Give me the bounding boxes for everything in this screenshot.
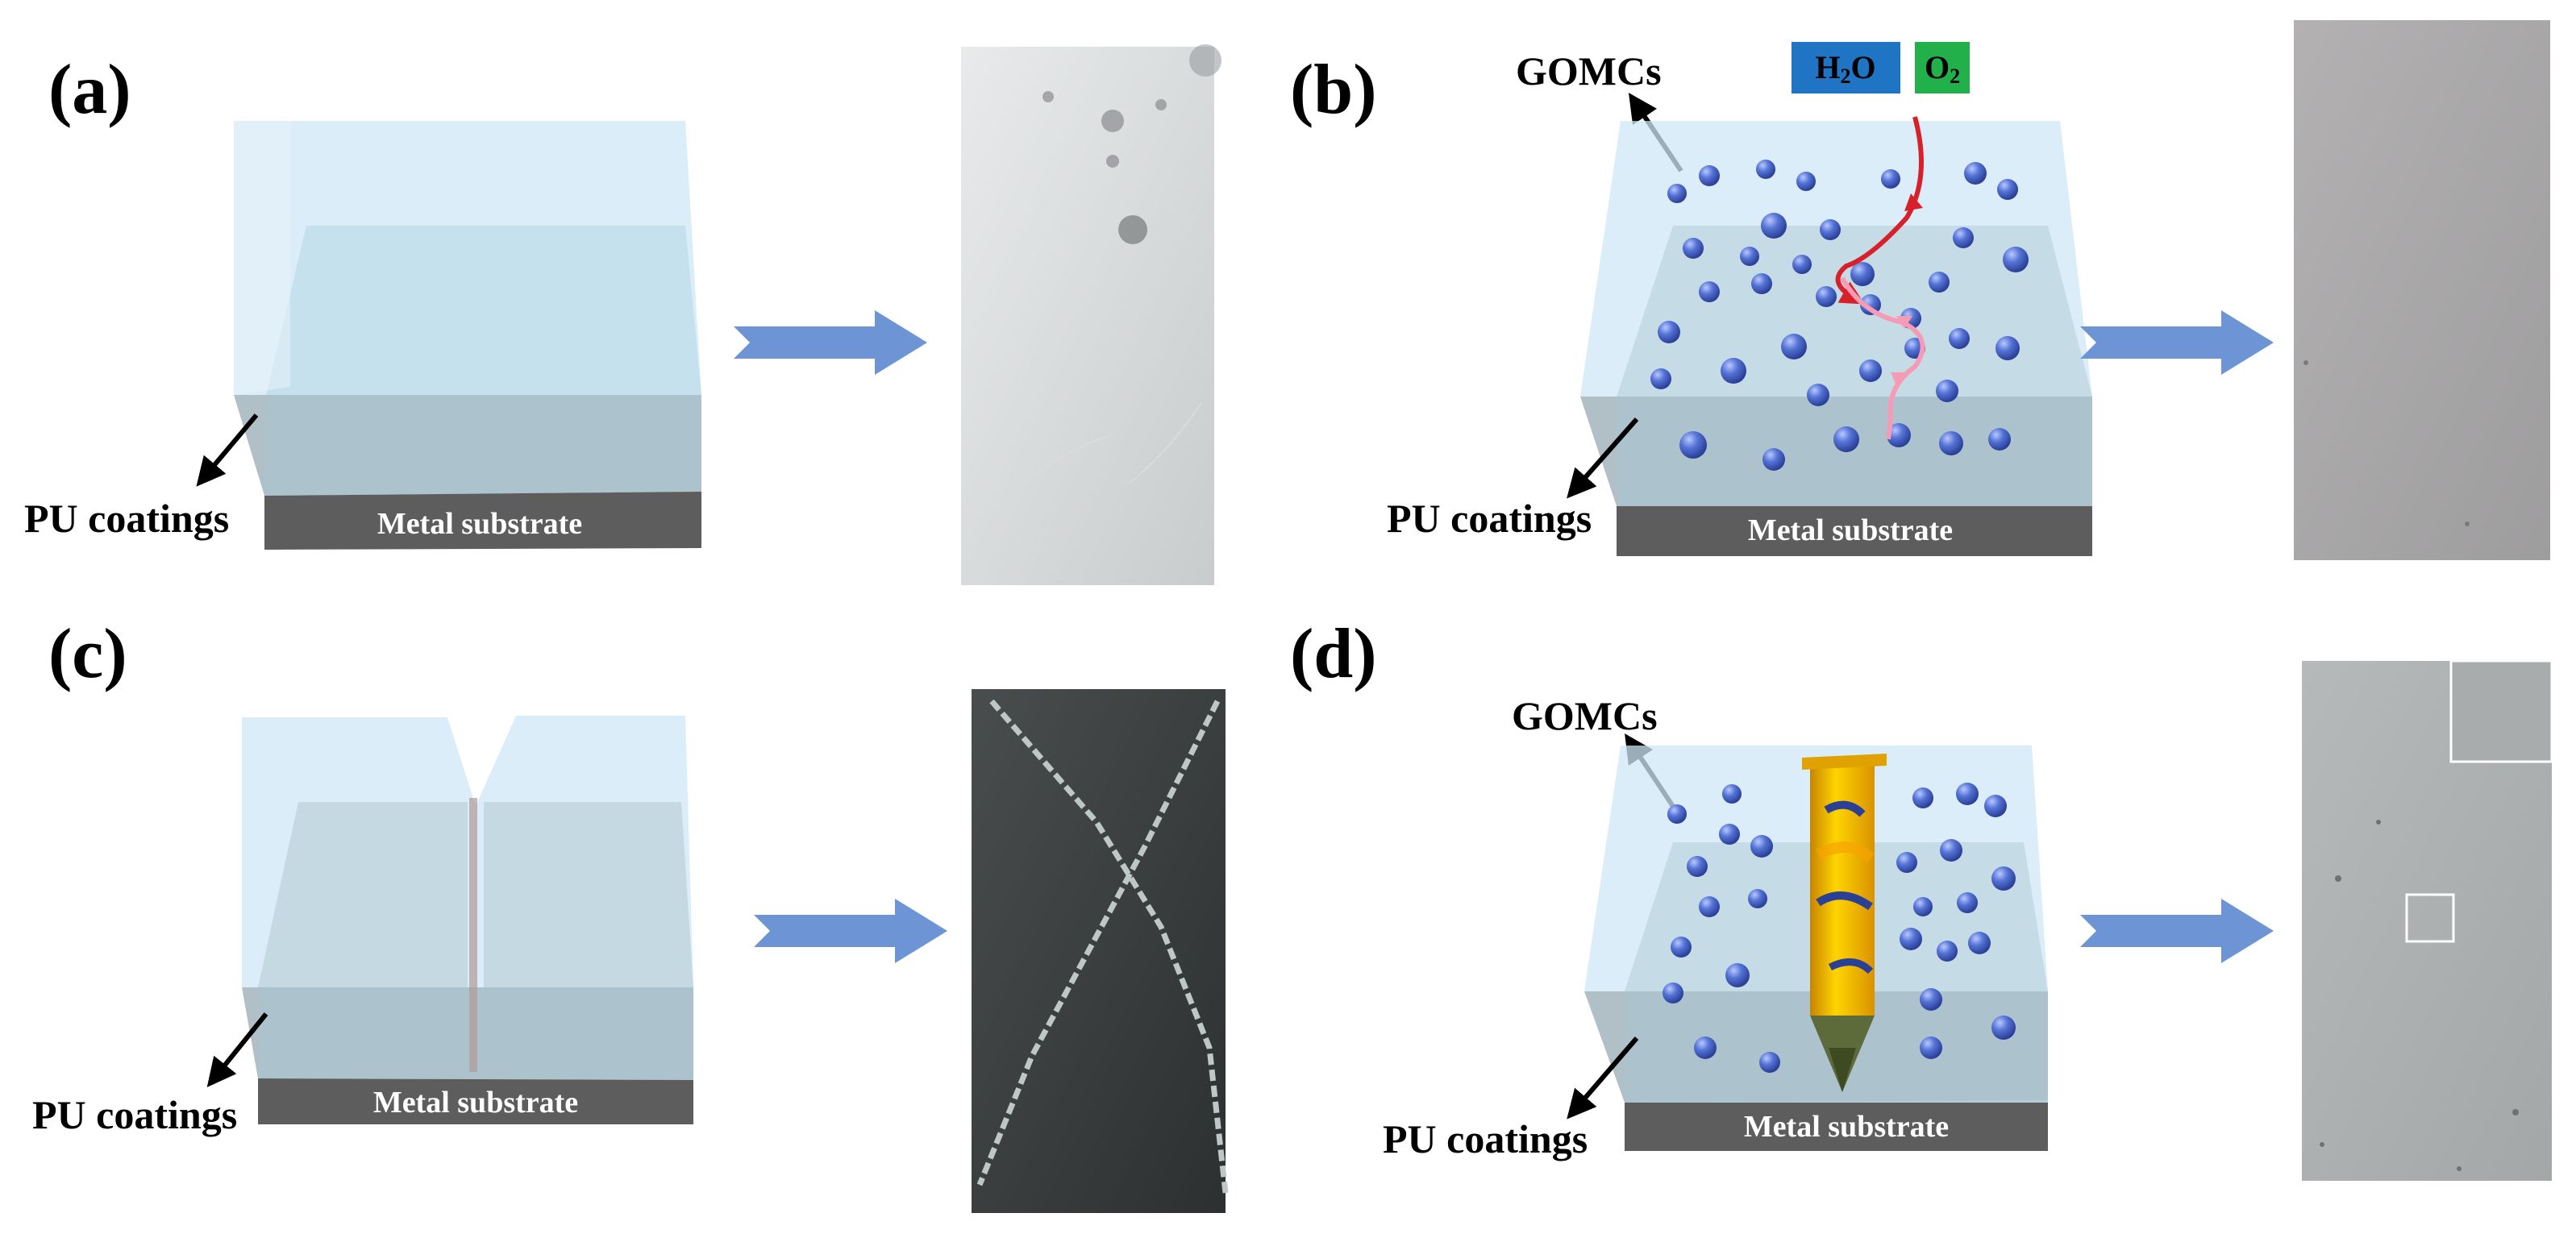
pointer-arrow-icon <box>206 1012 268 1088</box>
substrate-b: Metal substrate <box>1617 506 2092 556</box>
right-block-arrow-icon <box>2080 310 2274 375</box>
pointer-arrow-icon <box>196 413 259 487</box>
coating-block-a <box>234 121 701 496</box>
pen-icon <box>1802 754 1887 1092</box>
h2o-subscript: 2 <box>1841 64 1851 88</box>
h2o-label: H <box>1815 49 1840 85</box>
gomc-label-b: GOMCs <box>1516 48 1662 93</box>
panel-b: (b) GOMCs H2O O2 Metal substrate <box>1290 20 2550 560</box>
panel-a: (a) Metal substrate PU coatings <box>24 44 1221 585</box>
panel-d: (d) GOMCs Metal substrate <box>1290 615 2553 1181</box>
h2o-badge: H2O <box>1792 42 1900 93</box>
photo-b <box>2294 20 2550 560</box>
gomc-spheres-d <box>1663 783 2016 1073</box>
h2o-end: O <box>1851 49 1876 85</box>
svg-text:H2O: H2O <box>1815 49 1875 88</box>
photo-c <box>972 689 1229 1213</box>
pointer-arrow-icon <box>1567 418 1639 499</box>
coating-block-b <box>1580 121 2092 506</box>
svg-text:O2: O2 <box>1925 49 1960 88</box>
gomc-spheres-b <box>1650 160 2029 471</box>
panel-label-a: (a) <box>48 51 131 129</box>
substrate-label-a: Metal substrate <box>377 507 582 541</box>
right-block-arrow-icon <box>754 899 947 963</box>
o2-label: O <box>1925 49 1950 85</box>
photo-d <box>2302 659 2553 1181</box>
inset-zoom-box <box>2449 659 2553 763</box>
panel-c: (c) Metal substrate PU coatings <box>32 615 1229 1213</box>
panel-label-b: (b) <box>1290 51 1377 129</box>
panel-label-c: (c) <box>48 615 127 693</box>
diffusion-path-icon <box>1835 116 1925 440</box>
pu-label-b: PU coatings <box>1387 496 1592 541</box>
coating-block-c <box>242 716 693 1080</box>
substrate-label-d: Metal substrate <box>1744 1110 1949 1144</box>
pu-label-a: PU coatings <box>24 496 229 541</box>
substrate-label-c: Metal substrate <box>373 1086 578 1120</box>
panel-label-d: (d) <box>1290 615 1377 693</box>
gomc-label-d: GOMCs <box>1512 693 1658 738</box>
substrate-c: Metal substrate <box>258 1078 693 1124</box>
o2-subscript: 2 <box>1950 64 1960 88</box>
o2-badge: O2 <box>1915 42 1970 93</box>
pu-label-c: PU coatings <box>32 1092 237 1137</box>
right-block-arrow-icon <box>734 310 927 375</box>
substrate-label-b: Metal substrate <box>1748 513 1953 547</box>
right-block-arrow-icon <box>2080 899 2274 963</box>
photo-a <box>961 44 1221 585</box>
pu-label-d: PU coatings <box>1383 1116 1588 1161</box>
substrate-d: Metal substrate <box>1625 1103 2048 1151</box>
substrate-a: Metal substrate <box>264 492 701 550</box>
pointer-arrow-icon <box>1567 1037 1639 1120</box>
zoom-region-box <box>2405 893 2455 943</box>
